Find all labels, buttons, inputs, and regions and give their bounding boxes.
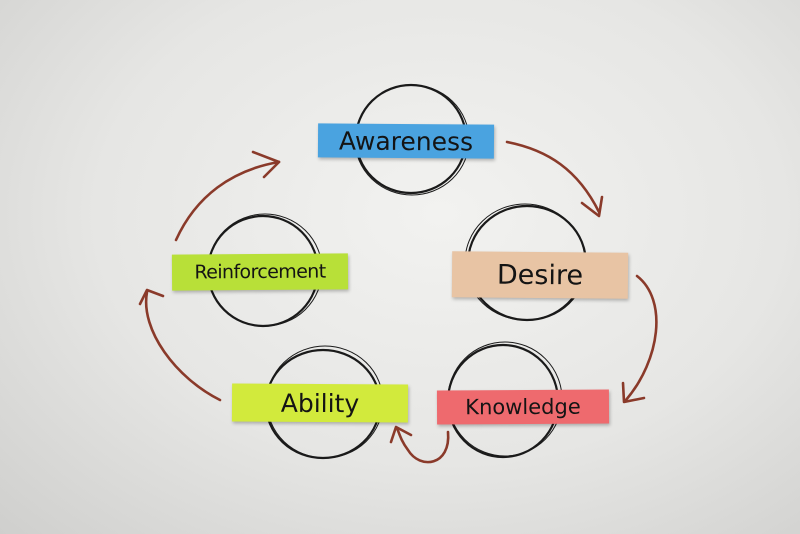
- arrow-knowledge-to-ability: [395, 426, 450, 464]
- arrow-awareness-to-desire-head: [580, 195, 604, 218]
- note-reinforcement-label: Reinforcement: [194, 260, 326, 284]
- note-awareness-label: Awareness: [338, 126, 474, 156]
- note-desire-label: Desire: [496, 259, 584, 291]
- note-ability: Ability: [231, 383, 409, 423]
- note-reinforcement: Reinforcement: [171, 253, 349, 291]
- arrow-desire-to-knowledge: [624, 274, 658, 402]
- arrow-desire-to-knowledge-head: [621, 381, 646, 404]
- note-ability-label: Ability: [280, 388, 360, 418]
- note-knowledge-label: Knowledge: [465, 394, 581, 420]
- note-desire: Desire: [451, 251, 629, 299]
- arrow-ability-to-reinforcement: [144, 290, 222, 402]
- arrow-reinforcement-to-awareness-head: [251, 150, 281, 179]
- arrow-reinforcement-to-awareness: [174, 160, 281, 242]
- arrow-ability-to-reinforcement-head: [138, 288, 165, 306]
- arrow-awareness-to-desire: [505, 140, 601, 214]
- note-knowledge: Knowledge: [436, 389, 610, 425]
- note-awareness: Awareness: [317, 123, 495, 159]
- arrow-knowledge-to-ability-head: [389, 425, 413, 444]
